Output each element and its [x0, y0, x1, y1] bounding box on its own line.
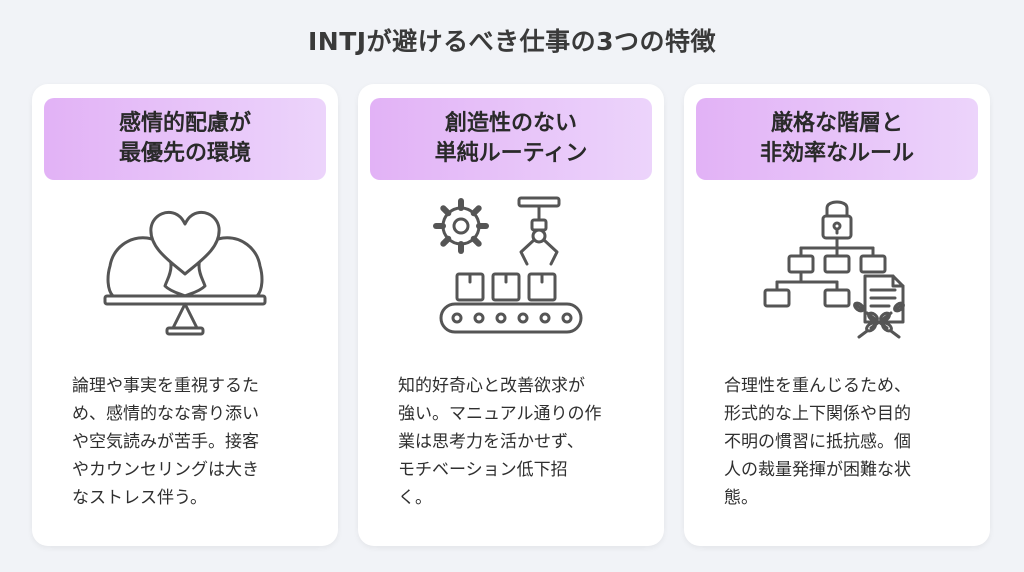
card-heading-line: 感情的配慮が	[118, 111, 251, 136]
card-emotional-environment: 感情的配慮が 最優先の環境 論理や事実を重視するた め、感情的なな寄り添い や空…	[32, 84, 338, 546]
card-routine-work: 創造性のない 単純ルーティン	[358, 84, 664, 546]
desc-line: モチベーション低下招	[398, 460, 568, 480]
card-description: 知的好奇心と改善欲求が 強い。マニュアル通りの作 業は思考力を活かせず、 モチベ…	[398, 372, 638, 512]
card-heading-line: 非効率なルール	[759, 141, 914, 166]
desc-line: 合理性を重んじるため、	[724, 376, 911, 396]
card-heading: 創造性のない 単純ルーティン	[370, 98, 652, 180]
card-description: 論理や事実を重視するた め、感情的なな寄り添い や空気読みが苦手。接客 やカウン…	[72, 372, 312, 512]
card-heading: 厳格な階層と 非効率なルール	[696, 98, 978, 180]
desc-line: 不明の慣習に抵抗感。個	[724, 432, 911, 452]
desc-line: め、感情的なな寄り添い	[72, 404, 259, 424]
desc-line: 形式的な上下関係や目的	[724, 404, 911, 424]
card-heading-line: 創造性のない	[444, 111, 577, 136]
locked-hierarchy-icon	[737, 196, 937, 346]
card-heading-line: 単純ルーティン	[434, 141, 588, 166]
conveyor-robot-icon	[411, 196, 611, 346]
card-heading-line: 最優先の環境	[118, 141, 251, 166]
card-description: 合理性を重んじるため、 形式的な上下関係や目的 不明の慣習に抵抗感。個 人の裁量…	[724, 372, 964, 512]
desc-line: 態。	[724, 488, 758, 508]
desc-line: く。	[398, 488, 432, 508]
desc-line: 業は思考力を活かせず、	[398, 432, 584, 452]
desc-line: なストレス伴う。	[72, 488, 207, 508]
desc-line: 人の裁量発揮が困難な状	[724, 460, 911, 480]
heart-balance-icon	[85, 196, 285, 346]
desc-line: 知的好奇心と改善欲求が	[398, 376, 585, 396]
desc-line: や空気読みが苦手。接客	[72, 432, 259, 452]
card-heading: 感情的配慮が 最優先の環境	[44, 98, 326, 180]
desc-line: 論理や事実を重視するた	[72, 376, 259, 396]
page-title: INTJが避けるべき仕事の3つの特徴	[308, 27, 716, 56]
card-heading-line: 厳格な階層と	[770, 111, 903, 136]
desc-line: やカウンセリングは大き	[72, 460, 259, 480]
desc-line: 強い。マニュアル通りの作	[398, 404, 602, 424]
card-strict-hierarchy: 厳格な階層と 非効率なルール	[684, 84, 990, 546]
